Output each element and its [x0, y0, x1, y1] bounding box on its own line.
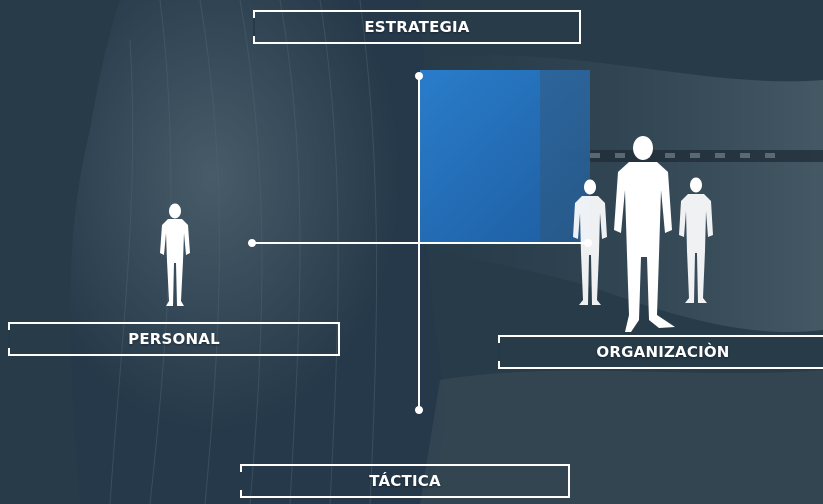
axis-endpoint-top: [415, 72, 423, 80]
label-bottom-tactics: TÁCTICA: [240, 464, 570, 498]
label-left-personal: PERSONAL: [8, 322, 340, 356]
label-right-text: ORGANIZACIÒN: [596, 343, 730, 361]
person-silhouette-icon: [160, 203, 190, 306]
label-bottom-text: TÁCTICA: [369, 472, 441, 490]
label-top-strategy: ESTRATEGIA: [253, 10, 581, 44]
label-top-text: ESTRATEGIA: [364, 18, 470, 36]
axis-endpoint-bottom: [415, 406, 423, 414]
label-right-organization: ORGANIZACIÒN: [498, 335, 823, 369]
label-left-text: PERSONAL: [128, 330, 220, 348]
axis-endpoint-left: [248, 239, 256, 247]
group-silhouette-icon: [573, 136, 713, 332]
